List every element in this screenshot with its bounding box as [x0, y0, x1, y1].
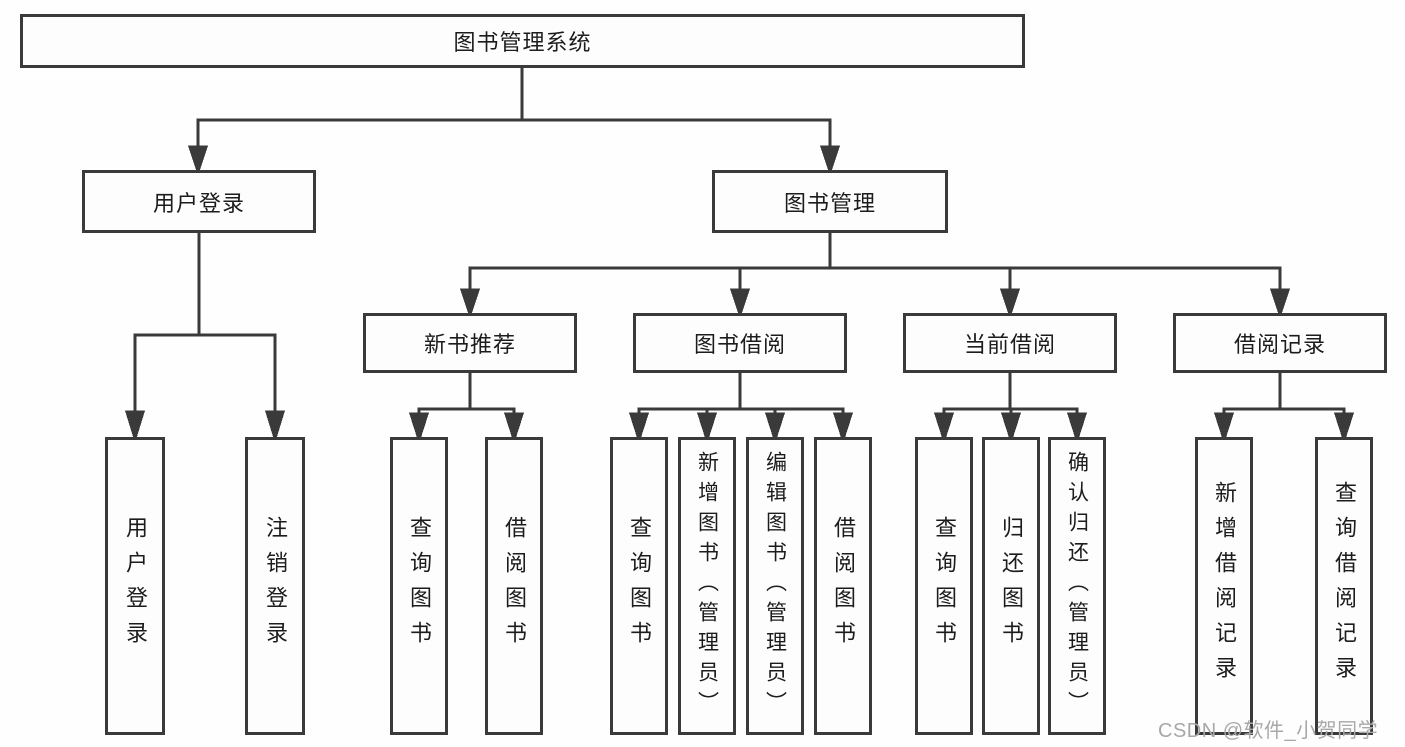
node-book-borrow: 图书借阅	[633, 313, 847, 373]
node-borrow-records-label: 借阅记录	[1233, 332, 1326, 357]
leaf-recommend-query-books: 查询图书	[390, 437, 448, 735]
leaf-borrow-query-books: 查询图书	[610, 437, 668, 735]
leaf-borrow-query-books-label: 查询图书	[627, 516, 652, 656]
csdn-watermark: CSDN @软件_小贺同学	[1158, 720, 1379, 742]
leaf-recommend-query-books-label: 查询图书	[407, 516, 432, 656]
leaf-query-borrow-record: 查询借阅记录	[1315, 437, 1373, 735]
leaf-borrow-books: 借阅图书	[814, 437, 872, 735]
node-book-management-label: 图书管理	[783, 190, 876, 216]
leaf-query-borrow-record-label: 查询借阅记录	[1332, 481, 1357, 691]
leaf-borrow-books-label: 借阅图书	[831, 516, 856, 656]
leaf-user-login: 用户登录	[105, 437, 165, 735]
node-user-login: 用户登录	[82, 170, 316, 233]
node-root-label: 图书管理系统	[453, 30, 592, 55]
leaf-add-borrow-record-label: 新增借阅记录	[1212, 481, 1237, 691]
leaf-return-books: 归还图书	[982, 437, 1040, 735]
leaf-recommend-borrow-books: 借阅图书	[485, 437, 543, 735]
leaf-confirm-return-admin: 确认归还（管理员）	[1048, 437, 1106, 735]
leaf-current-query-books: 查询图书	[915, 437, 973, 735]
leaf-recommend-borrow-books-label: 借阅图书	[502, 516, 527, 656]
node-user-login-label: 用户登录	[152, 190, 245, 216]
node-book-management: 图书管理	[712, 170, 948, 233]
node-current-borrow: 当前借阅	[903, 313, 1117, 373]
leaf-edit-books-admin: 编辑图书（管理员）	[746, 437, 804, 735]
node-root-library-management-system: 图书管理系统	[20, 14, 1025, 68]
leaf-confirm-return-admin-label: 确认归还（管理员）	[1065, 451, 1089, 721]
leaf-logout-label: 注销登录	[263, 516, 288, 656]
node-new-book-recommend: 新书推荐	[363, 313, 577, 373]
leaf-return-books-label: 归还图书	[999, 516, 1024, 656]
node-book-borrow-label: 图书借阅	[693, 332, 786, 357]
node-current-borrow-label: 当前借阅	[963, 332, 1056, 357]
leaf-edit-books-admin-label: 编辑图书（管理员）	[763, 451, 787, 721]
leaf-add-borrow-record: 新增借阅记录	[1195, 437, 1253, 735]
leaf-user-login-label: 用户登录	[123, 516, 148, 656]
leaf-logout: 注销登录	[245, 437, 305, 735]
leaf-add-books-admin: 新增图书（管理员）	[678, 437, 736, 735]
node-borrow-records: 借阅记录	[1173, 313, 1387, 373]
leaf-add-books-admin-label: 新增图书（管理员）	[695, 451, 719, 721]
leaf-current-query-books-label: 查询图书	[932, 516, 957, 656]
node-new-book-recommend-label: 新书推荐	[423, 332, 516, 357]
